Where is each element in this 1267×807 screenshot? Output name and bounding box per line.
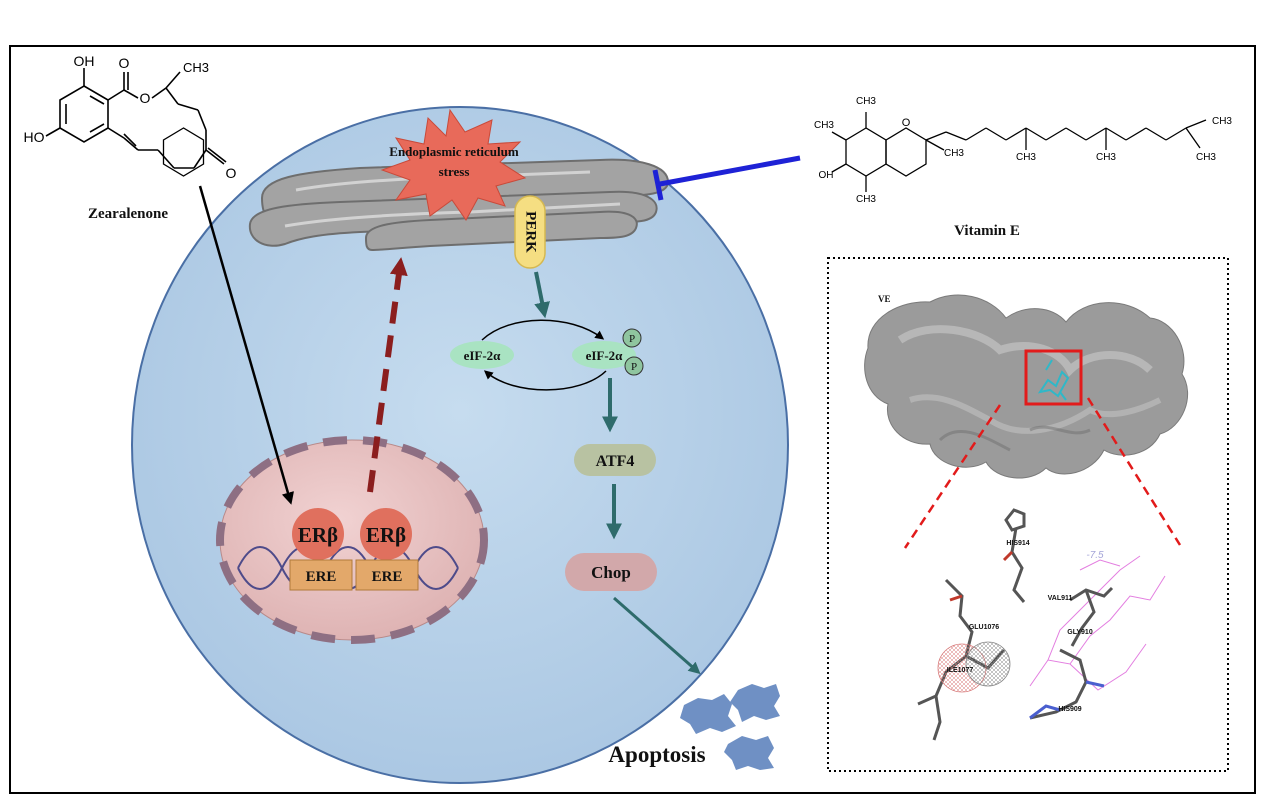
figure-frame bbox=[9, 45, 1256, 794]
eif-p-node bbox=[572, 341, 636, 369]
phospho-2-label: P bbox=[631, 361, 637, 373]
svg-text:CH3: CH3 bbox=[1016, 152, 1036, 163]
binding-site-box bbox=[1024, 349, 1083, 406]
apoptosis-label: Apoptosis bbox=[608, 742, 705, 767]
apoptotic-cells bbox=[680, 684, 780, 770]
zearalenone-structure bbox=[45, 68, 227, 169]
svg-text:CH3: CH3 bbox=[1196, 152, 1216, 163]
protein-surface bbox=[864, 294, 1189, 479]
er-stress-label-2: stress bbox=[439, 164, 470, 179]
ere-box-1 bbox=[289, 559, 353, 591]
arrow-chop-to-apoptosis bbox=[613, 596, 701, 675]
zearalenone-label: Zearalenone bbox=[88, 206, 168, 222]
svg-text:O: O bbox=[119, 55, 130, 71]
docking-ligand-code: VE bbox=[878, 294, 891, 304]
receptor-1-label: ERβ bbox=[298, 523, 338, 547]
residue-label-1: HIS914 bbox=[1006, 540, 1029, 547]
vitamin-e-structure bbox=[162, 112, 1207, 192]
svg-text:CH3: CH3 bbox=[1096, 152, 1116, 163]
inhibition-vitamin-e bbox=[652, 155, 801, 201]
svg-text:O: O bbox=[140, 90, 151, 106]
svg-text:OH: OH bbox=[819, 170, 834, 181]
residue-label-6: HIS909 bbox=[1058, 706, 1081, 713]
eif-node bbox=[450, 341, 514, 369]
residue-label-2: VAL911 bbox=[1048, 595, 1073, 602]
ere-box-2 bbox=[355, 559, 419, 591]
receptor-1 bbox=[292, 508, 344, 560]
svg-text:CH3: CH3 bbox=[856, 96, 876, 107]
vitamin-e-atoms: CH3 CH3 OH CH3 O CH3 CH3 CH3 CH3 CH3 bbox=[814, 96, 1232, 205]
docking-panel bbox=[827, 257, 1229, 772]
residue-label-5: ILE1077 bbox=[947, 667, 974, 674]
receptor-2-label: ERβ bbox=[366, 523, 406, 547]
ere-box-2-label: ERE bbox=[372, 569, 403, 585]
eif-cycle: eIF-2α eIF-2α P P bbox=[450, 319, 644, 391]
arrow-dephosphorylation bbox=[483, 370, 607, 391]
svg-text:O: O bbox=[902, 117, 911, 129]
eif-p-label: eIF-2α bbox=[586, 348, 624, 363]
er-stress-label: Endoplasmic reticulum bbox=[389, 144, 519, 159]
ere-box-1-label: ERE bbox=[306, 569, 337, 585]
perk-label: PERK bbox=[523, 211, 539, 253]
arrow-phosphorylation bbox=[481, 319, 605, 341]
ligand-in-pocket bbox=[1037, 359, 1070, 401]
docking-score: -7.5 bbox=[1086, 550, 1104, 561]
chop-node: Chop bbox=[565, 553, 657, 591]
chop-label: Chop bbox=[591, 563, 631, 582]
svg-text:CH3: CH3 bbox=[856, 194, 876, 205]
phospho-1 bbox=[622, 328, 642, 348]
svg-text:CH3: CH3 bbox=[183, 60, 209, 75]
atf4-node: ATF4 bbox=[574, 444, 656, 476]
nucleus: ERβ ERβ ERE ERE bbox=[216, 436, 488, 644]
vdw-sphere-2 bbox=[965, 641, 1011, 687]
binding-detail: HIS914 VAL911 GLU1076 GLY910 ILE1077 HIS… bbox=[917, 508, 1166, 741]
svg-text:CH3: CH3 bbox=[944, 148, 964, 159]
receptor-2 bbox=[360, 508, 412, 560]
svg-text:O: O bbox=[226, 165, 237, 181]
arrow-zearalenone-to-receptor bbox=[198, 185, 294, 505]
zearalenone-atoms: OH HO O O O CH3 bbox=[24, 53, 237, 181]
svg-text:CH3: CH3 bbox=[814, 120, 834, 131]
arrow-perk-to-eif bbox=[534, 271, 550, 319]
phospho-2 bbox=[624, 356, 644, 376]
perk-node: PERK bbox=[514, 195, 546, 269]
atf4-label: ATF4 bbox=[596, 453, 635, 470]
vitamin-e-label: Vitamin E bbox=[954, 223, 1020, 239]
svg-text:CH3: CH3 bbox=[1212, 116, 1232, 127]
residue-label-4: GLY910 bbox=[1067, 629, 1093, 636]
er-stress-burst: Endoplasmic reticulum stress bbox=[380, 108, 527, 221]
arrow-nucleus-to-er bbox=[367, 257, 408, 493]
residue-label-3: GLU1076 bbox=[969, 624, 999, 631]
svg-text:OH: OH bbox=[74, 53, 95, 69]
svg-text:HO: HO bbox=[24, 129, 45, 145]
zoom-line-left bbox=[903, 404, 1002, 549]
eif-label: eIF-2α bbox=[464, 348, 502, 363]
phospho-1-label: P bbox=[629, 333, 635, 345]
